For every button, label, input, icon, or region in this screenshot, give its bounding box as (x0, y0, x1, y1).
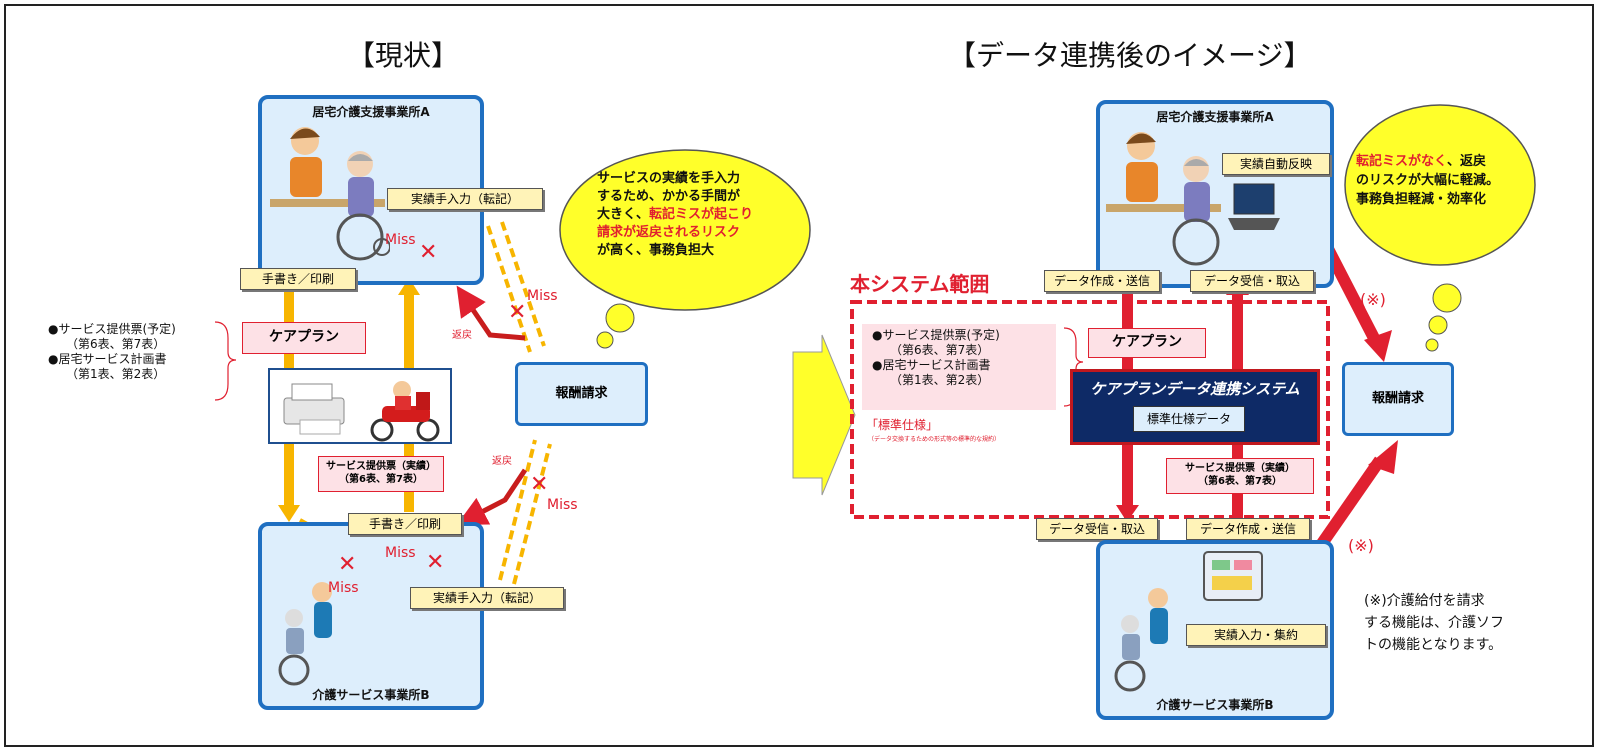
left-reward-box: 報酬請求 (515, 362, 648, 426)
asterisk-label: (※) (1360, 290, 1386, 309)
left-manual-input-bottom: 実績手入力（転記） (410, 587, 564, 609)
cloud-line: サービスの実績を手入力 (597, 171, 741, 186)
footnote-line: する機能は、介護ソフ (1364, 615, 1504, 631)
data-receive-bottom: データ受信・取込 (1036, 518, 1158, 540)
miss-x-icon: ✕ (530, 472, 549, 497)
fax-courier-image (268, 368, 452, 444)
left-handwrite-top: 手書き／印刷 (240, 268, 356, 290)
right-careplan: ケアプラン (1088, 328, 1206, 358)
right-title: 【データ連携後のイメージ】 (948, 39, 1312, 72)
left-handwrite-bottom: 手書き／印刷 (348, 513, 462, 535)
henrei-label: 返戻 (452, 330, 472, 341)
bullet-item: （第1表、第2表） (66, 367, 166, 381)
left-office-b: 介護サービス事業所B (258, 522, 484, 710)
input-aggregate-note: 実績入力・集約 (1186, 624, 1326, 646)
consultation-illustration (270, 127, 390, 261)
laptop-icon (1228, 183, 1280, 230)
right-office-b-label: 介護サービス事業所B (1156, 698, 1274, 712)
bullet-item: （第6表、第7表） (890, 343, 990, 357)
data-receive-top: データ受信・取込 (1190, 270, 1314, 292)
left-cloud (559, 149, 811, 349)
cloud-line: 事務負担軽減・効率化 (1356, 192, 1487, 207)
auto-reflect-note: 実績自動反映 (1222, 153, 1330, 175)
right-bullet-list: ●サービス提供票(予定) （第6表、第7表） ●居宅サービス計画書 （第1表、第… (872, 328, 1000, 388)
left-bullet-list: ●サービス提供票(予定) （第6表、第7表） ●居宅サービス計画書 （第1表、第… (48, 322, 176, 382)
right-reward-box: 報酬請求 (1342, 362, 1454, 436)
left-title: 【現状】 (347, 39, 460, 72)
left-service-actual: サービス提供票（実績） （第6表、第7表） (318, 456, 444, 492)
system-name: ケアプランデータ連携システム (1090, 380, 1300, 398)
footnote: (※)介護給付を請求 する機能は、介護ソフ トの機能となります。 (1364, 590, 1504, 656)
right-bullets-box: ●サービス提供票(予定) （第6表、第7表） ●居宅サービス計画書 （第1表、第… (862, 324, 1056, 410)
service-actual-line: （第6表、第7表） (339, 474, 423, 485)
footnote-line: トの機能となります。 (1364, 637, 1503, 653)
cloud-line: が高く、事務負担大 (597, 243, 715, 258)
cloud-line: のリスクが大幅に軽減。 (1356, 173, 1500, 188)
right-cloud-text: 転記ミスがなく、返戻 のリスクが大幅に軽減。 事務負担軽減・効率化 (1356, 152, 1499, 209)
left-careplan: ケアプラン (242, 322, 366, 354)
miss-label: Miss (328, 580, 359, 596)
miss-label: Miss (385, 545, 416, 561)
right-office-a-label: 居宅介護支援事業所A (1156, 110, 1274, 124)
right-cloud (1344, 104, 1536, 352)
left-bracket (214, 321, 237, 401)
miss-label: Miss (527, 288, 558, 304)
care-worker-illustration (1114, 588, 1168, 692)
cloud-line: するため、かかる手間が (597, 189, 741, 204)
tablet-icon (1203, 551, 1263, 601)
miss-x-icon: ✕ (508, 300, 527, 325)
footnote-line: (※)介護給付を請求 (1364, 593, 1485, 609)
henrei-label: 返戻 (492, 456, 512, 467)
left-cloud-text: サービスの実績を手入力 するため、かかる手間が 大きく、転記ミスが起こり 請求が… (597, 170, 753, 260)
standard-spec-note: （データ交換するための形式等の標準的な規約） (868, 436, 1001, 443)
miss-label: Miss (547, 497, 578, 513)
miss-x-icon: ✕ (426, 550, 445, 575)
bullet-item: ●居宅サービス計画書 (872, 358, 991, 372)
cloud-line: 請求が返戻されるリスク (597, 225, 741, 240)
bullet-item: ●サービス提供票(予定) (48, 322, 176, 336)
data-create-send-bottom: データ作成・送信 (1186, 518, 1310, 540)
left-manual-input-top: 実績手入力（転記） (387, 188, 543, 210)
outer-frame (4, 4, 1594, 747)
transition-arrow (792, 334, 856, 496)
cloud-line: 大きく、転記ミスが起こり (597, 207, 754, 222)
care-worker-illustration (278, 582, 332, 686)
asterisk-label: (※) (1348, 536, 1374, 555)
consultation-illustration (1106, 132, 1221, 266)
service-actual-line: サービス提供票（実績） (326, 461, 436, 472)
fax-courier-illustration (283, 381, 440, 442)
cloud-line: 転記ミスがなく、返戻 (1356, 154, 1487, 169)
miss-x-icon: ✕ (419, 240, 438, 265)
miss-x-icon: ✕ (338, 552, 357, 577)
system-range-label: 本システム範囲 (850, 272, 990, 296)
standard-data-label: 標準仕様データ (1133, 406, 1245, 432)
left-office-b-label: 介護サービス事業所B (312, 688, 430, 702)
bullet-item: ●居宅サービス計画書 (48, 352, 167, 366)
bullet-item: （第6表、第7表） (66, 337, 166, 351)
right-service-actual: サービス提供票（実績） （第6表、第7表） (1166, 458, 1314, 494)
care-plan-data-system: ケアプランデータ連携システム 標準仕様データ (1070, 369, 1320, 445)
bullet-item: ●サービス提供票(予定) (872, 328, 1000, 342)
service-actual-line: （第6表、第7表） (1198, 476, 1282, 487)
left-office-a-label: 居宅介護支援事業所A (312, 105, 430, 119)
bullet-item: （第1表、第2表） (890, 373, 990, 387)
left-return-arrows (456, 285, 528, 525)
right-office-a: 居宅介護支援事業所A (1096, 100, 1334, 288)
data-create-send-top: データ作成・送信 (1044, 270, 1160, 292)
standard-spec-label: 「標準仕様」 (866, 418, 939, 432)
service-actual-line: サービス提供票（実績） (1185, 463, 1295, 474)
miss-label: Miss (385, 232, 416, 248)
